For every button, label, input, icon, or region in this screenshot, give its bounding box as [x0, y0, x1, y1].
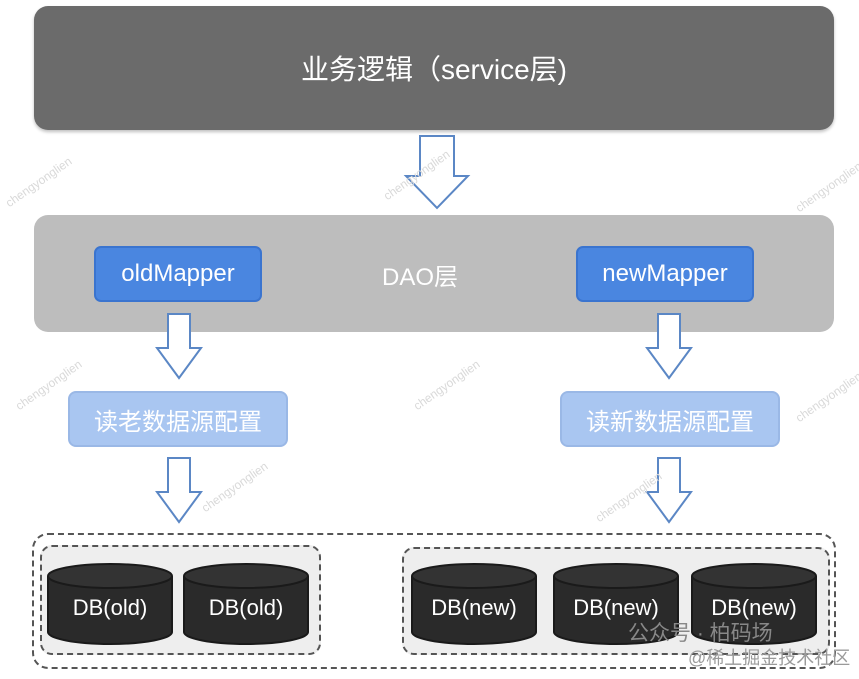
arrow-old-datasource-to-db: [155, 457, 203, 524]
db-old-label-2: DB(old): [209, 595, 284, 620]
arrow-new-mapper-to-datasource: [645, 313, 693, 380]
db-new-label-2: DB(new): [573, 595, 659, 620]
db-new-label-1: DB(new): [431, 595, 517, 620]
arrow-new-datasource-to-db: [645, 457, 693, 524]
arrow-old-mapper-to-datasource: [155, 313, 203, 380]
db-new-cylinder-3: DB(new): [691, 563, 817, 645]
watermark-text: chengyonglien: [2, 154, 75, 210]
watermark-text: chengyonglien: [792, 369, 859, 425]
db-old-cylinder-2: DB(old): [183, 563, 309, 645]
dao-layer-label: DAO层: [381, 263, 458, 291]
footer-watermark-line1: 公众号 · 柏码场: [628, 622, 773, 645]
footer-watermark-line2: @稀土掘金技术社区: [688, 648, 851, 668]
old-datasource-box: 读老数据源配置: [68, 391, 288, 447]
watermark-text: chengyonglien: [410, 357, 483, 413]
db-new-label-3: DB(new): [711, 595, 797, 620]
old-datasource-label: 读老数据源配置: [94, 408, 262, 436]
new-datasource-box: 读新数据源配置: [560, 391, 780, 447]
new-mapper-label: newMapper: [602, 260, 728, 287]
db-old-cylinder-1: DB(old): [47, 563, 173, 645]
watermark-text: chengyonglien: [198, 459, 271, 515]
footer-watermark: 公众号 · 柏码场 @稀土掘金技术社区: [628, 622, 856, 674]
database-cluster-outer: [32, 533, 836, 669]
old-mapper-label: oldMapper: [121, 260, 235, 287]
db-new-cylinder-2: DB(new): [553, 563, 679, 645]
watermark-text: chengyonglien: [792, 159, 859, 215]
new-mapper-box: newMapper: [576, 246, 754, 302]
service-layer-box: 业务逻辑（service层): [34, 6, 834, 130]
arrow-service-to-dao: [403, 135, 471, 210]
db-new-cylinder-1: DB(new): [411, 563, 537, 645]
service-layer-label: 业务逻辑（service层): [300, 54, 567, 85]
new-datasource-label: 读新数据源配置: [586, 408, 754, 436]
db-old-label-1: DB(old): [73, 595, 148, 620]
old-mapper-box: oldMapper: [94, 246, 262, 302]
